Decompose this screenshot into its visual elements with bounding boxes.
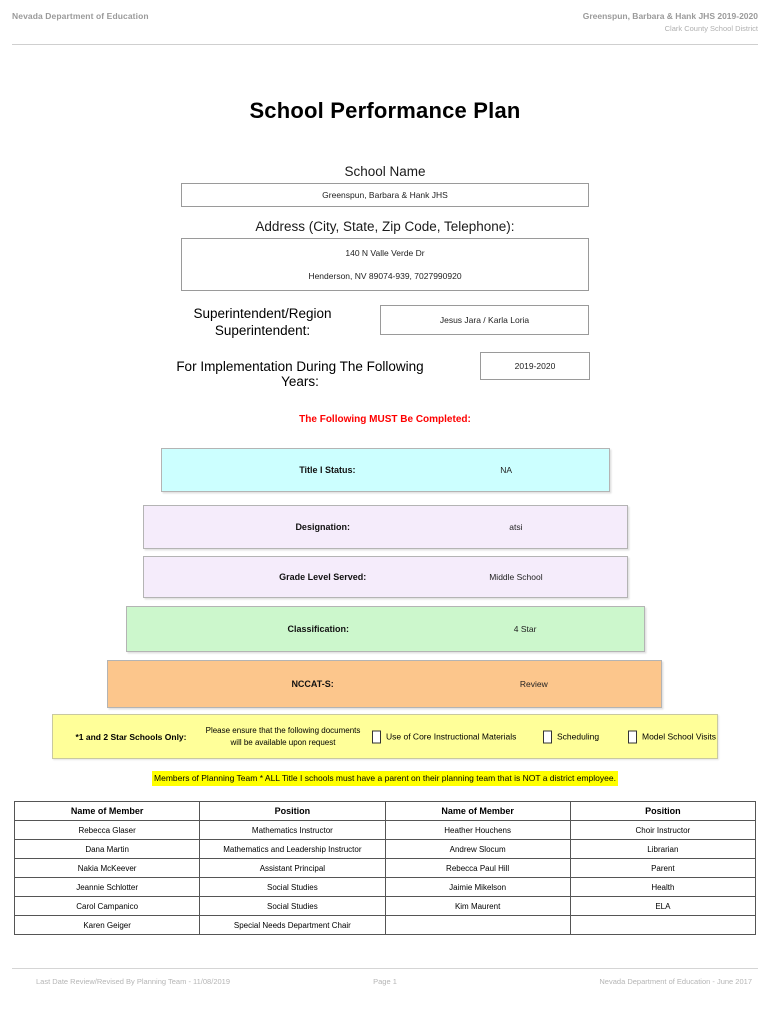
cell-member-position[interactable]: Librarian (569, 839, 757, 859)
cell-member-name[interactable]: Carol Campanico (13, 896, 201, 916)
cell-member-name[interactable]: Kim Maurent (384, 896, 571, 916)
column-header-position-2: Position (569, 801, 757, 821)
planning-team-note: Members of Planning Team * ALL Title I s… (152, 771, 618, 786)
footer-divider (12, 968, 758, 969)
address-line-2: Henderson, NV 89074-939, 7027990920 (308, 271, 462, 281)
header-divider (12, 44, 758, 45)
cell-member-position[interactable]: ELA (569, 896, 757, 916)
cell-member-position[interactable] (569, 915, 757, 935)
funnel-bar-title-i-status[interactable]: Title I Status: NA (161, 448, 610, 492)
planning-team-members-table: Name of Member Position Name of Member P… (13, 801, 757, 935)
header-agency-name: Nevada Department of Education (12, 11, 149, 21)
checkbox-icon[interactable] (372, 730, 381, 743)
cell-member-position[interactable]: Assistant Principal (199, 858, 386, 878)
page-header: Nevada Department of Education Greenspun… (0, 0, 770, 48)
superintendent-value: Jesus Jara / Karla Loria (439, 315, 530, 325)
funnel-bar-designation[interactable]: Designation: atsi (143, 505, 628, 549)
header-school-name: Greenspun, Barbara & Hank JHS 2019-2020 (582, 11, 758, 21)
funnel-label: Title I Status: (299, 465, 356, 475)
cell-member-name[interactable]: Dana Martin (13, 839, 201, 859)
checkbox-row-model-school-visits[interactable]: Model School Visits (628, 730, 716, 743)
funnel-value: Middle School (489, 572, 543, 582)
cell-member-position[interactable]: Social Studies (199, 877, 386, 897)
cell-member-position[interactable]: Social Studies (199, 896, 386, 916)
cell-member-name[interactable]: Heather Houchens (384, 820, 571, 840)
cell-member-position[interactable]: Parent (569, 858, 757, 878)
footer-last-revised: Last Date Review/Revised By Planning Tea… (36, 977, 231, 986)
funnel-label: Designation: (295, 522, 350, 532)
funnel-label: NCCAT-S: (291, 679, 334, 689)
header-district-name: Clark County School District (664, 24, 758, 33)
cell-member-position[interactable]: Health (569, 877, 757, 897)
cell-member-name[interactable]: Jeannie Schlotter (13, 877, 201, 897)
planning-team-note-wrapper: Members of Planning Team * ALL Title I s… (0, 768, 770, 786)
funnel-value: atsi (509, 522, 523, 532)
cell-member-name[interactable]: Rebecca Paul Hill (384, 858, 571, 878)
implementation-years-label: For Implementation During The Following … (176, 359, 424, 389)
header-school-block: Greenspun, Barbara & Hank JHS 2019-2020 … (583, 10, 758, 35)
cell-member-name[interactable]: Nakia McKeever (13, 858, 201, 878)
cell-member-name[interactable]: Andrew Slocum (384, 839, 571, 859)
cell-member-position[interactable]: Special Needs Department Chair (199, 915, 386, 935)
school-name-field[interactable]: Greenspun, Barbara & Hank JHS (181, 183, 589, 207)
funnel-label: Classification: (287, 624, 350, 634)
cell-member-name[interactable] (384, 915, 571, 935)
checkbox-label: Scheduling (557, 731, 600, 742)
footer-source: Nevada Department of Education - June 20… (599, 977, 752, 986)
school-name-value: Greenspun, Barbara & Hank JHS (322, 190, 448, 200)
star-schools-label: *1 and 2 Star Schools Only: (75, 731, 187, 742)
column-header-position-1: Position (199, 801, 386, 821)
cell-member-position[interactable]: Mathematics and Leadership Instructor (199, 839, 386, 859)
address-label: Address (City, State, Zip Code, Telephon… (255, 219, 515, 234)
checkbox-icon[interactable] (543, 730, 552, 743)
must-be-completed-notice: The Following MUST Be Completed: (299, 414, 471, 425)
address-line-1: 140 N Valle Verde Dr (345, 248, 425, 258)
school-name-label: School Name (344, 164, 426, 179)
funnel-value: Review (519, 679, 548, 689)
checkbox-label: Use of Core Instructional Materials (386, 731, 517, 742)
superintendent-label: Superintendent/Region Superintendent: (193, 306, 332, 338)
funnel-value: 4 Star (513, 624, 537, 634)
implementation-years-field[interactable]: 2019-2020 (480, 352, 590, 380)
funnel-bar-grade-level-served[interactable]: Grade Level Served: Middle School (143, 556, 628, 598)
star-schools-note: Please ensure that the following documen… (205, 725, 361, 747)
cell-member-name[interactable]: Jaimie Mikelson (384, 877, 571, 897)
checkbox-label: Model School Visits (642, 731, 717, 742)
star-schools-requirements-strip: *1 and 2 Star Schools Only: Please ensur… (52, 714, 718, 759)
address-field[interactable]: 140 N Valle Verde Dr Henderson, NV 89074… (181, 238, 589, 291)
column-header-name-1: Name of Member (13, 801, 201, 821)
checkbox-row-core-instructional-materials[interactable]: Use of Core Instructional Materials (372, 730, 516, 743)
column-header-name-2: Name of Member (384, 801, 571, 821)
funnel-bar-classification[interactable]: Classification: 4 Star (126, 606, 645, 652)
funnel-label: Grade Level Served: (279, 572, 367, 582)
implementation-years-value: 2019-2020 (514, 361, 556, 371)
funnel-bar-nccat-s[interactable]: NCCAT-S: Review (107, 660, 662, 708)
funnel-value: NA (500, 465, 513, 475)
superintendent-field[interactable]: Jesus Jara / Karla Loria (380, 305, 589, 335)
cell-member-name[interactable]: Rebecca Glaser (13, 820, 201, 840)
checkbox-icon[interactable] (628, 730, 637, 743)
cell-member-position[interactable]: Mathematics Instructor (199, 820, 386, 840)
table-header-row: Name of Member Position Name of Member P… (13, 801, 757, 821)
cell-member-position[interactable]: Choir Instructor (569, 820, 757, 840)
checkbox-row-scheduling[interactable]: Scheduling (543, 730, 599, 743)
page-title: School Performance Plan (249, 98, 521, 123)
cell-member-name[interactable]: Karen Geiger (13, 915, 201, 935)
footer-page-number: Page 1 (373, 977, 397, 986)
